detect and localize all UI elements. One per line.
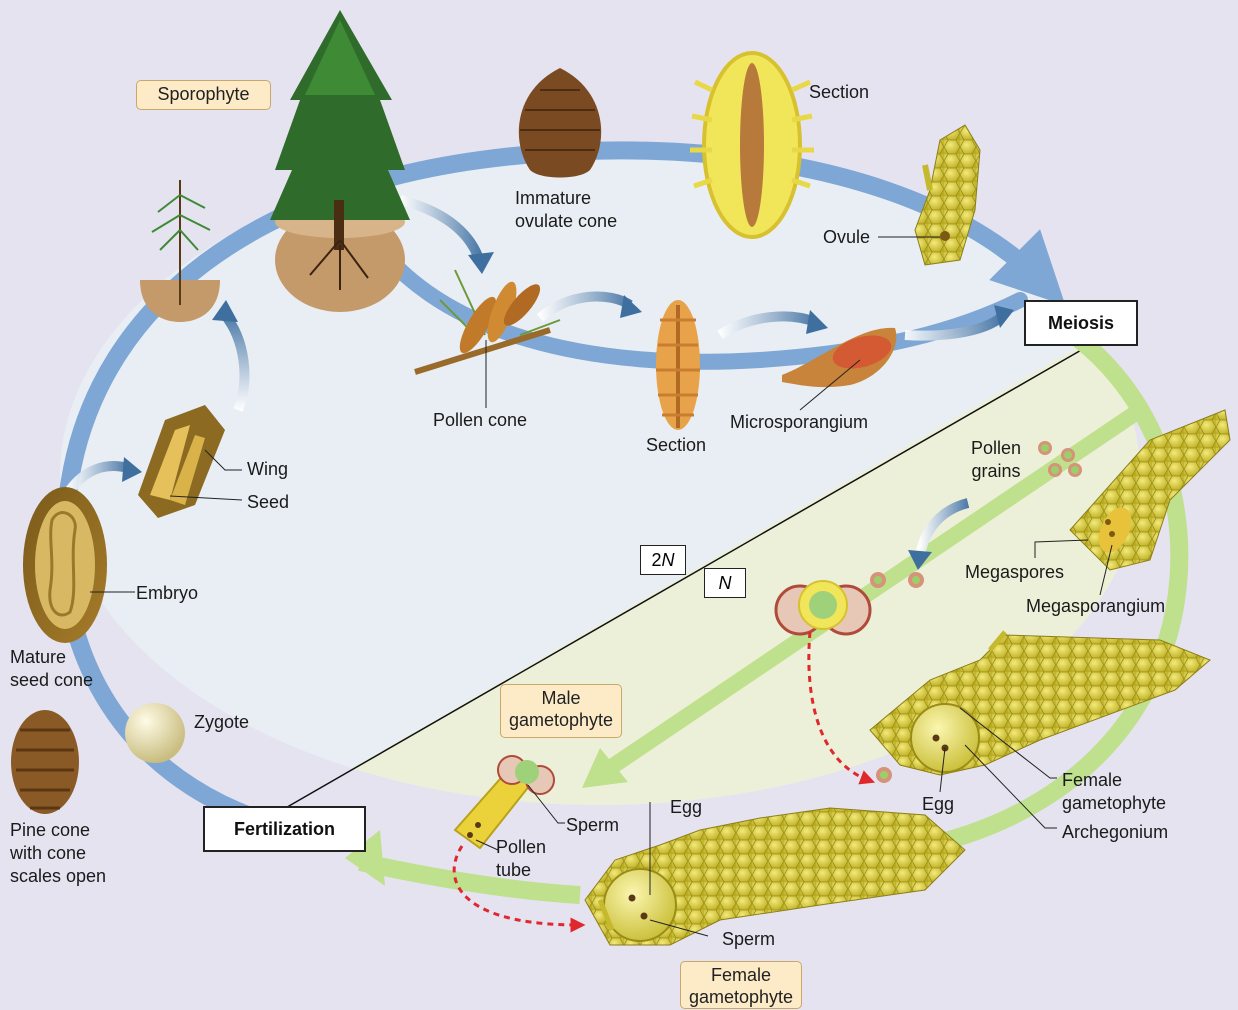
haploid-return-arrow	[360, 862, 580, 895]
male-tag-line2: gametophyte	[507, 709, 615, 731]
meiosis-box: Meiosis	[1024, 300, 1138, 346]
pine-line3: scales open	[10, 865, 106, 888]
pollen-line1: Pollen	[966, 437, 1026, 460]
ovule-label: Ovule	[823, 226, 870, 249]
mature-seed-cone	[23, 487, 107, 643]
zygote-label: Zygote	[194, 711, 249, 734]
pollen-cone-label: Pollen cone	[433, 409, 527, 432]
sperm-upper-label: Sperm	[566, 814, 619, 837]
fertilization-box: Fertilization	[203, 806, 366, 852]
section-mid-label: Section	[646, 434, 706, 457]
seed-label: Seed	[247, 491, 289, 514]
pollen-tube-line1: Pollen	[496, 836, 546, 859]
zygote-cell	[125, 703, 185, 763]
embryo-label: Embryo	[136, 582, 198, 605]
mature-line2: seed cone	[10, 669, 93, 692]
sporophyte-tag: Sporophyte	[136, 80, 271, 110]
pollen-grain-large	[776, 581, 870, 634]
pine-cone-label: Pine cone with cone scales open	[10, 819, 106, 888]
male-gametophyte-tag: Male gametophyte	[500, 684, 622, 738]
sporophyte-tree	[270, 10, 410, 312]
immature-line1: Immature	[515, 187, 617, 210]
mature-line1: Mature	[10, 646, 93, 669]
open-pine-cone	[11, 710, 79, 814]
female-gametophyte-label: Female gametophyte	[1062, 769, 1166, 815]
female-line2: gametophyte	[1062, 792, 1166, 815]
pollen-tube-label: Pollen tube	[496, 836, 546, 882]
egg-center-label: Egg	[670, 796, 702, 819]
immature-ovulate-cone	[519, 68, 601, 178]
diploid-n: N	[662, 550, 675, 570]
haploid-marker: N	[704, 568, 746, 598]
megaspores-label: Megaspores	[965, 561, 1064, 584]
female-tag-line1: Female	[687, 964, 795, 986]
pollen-grains-label: Pollen grains	[966, 437, 1026, 483]
microsporangium-label: Microsporangium	[730, 411, 868, 434]
diploid-marker: 2N	[640, 545, 686, 575]
archegonium-label: Archegonium	[1062, 821, 1168, 844]
diploid-prefix: 2	[651, 550, 661, 570]
pine-line1: Pine cone	[10, 819, 106, 842]
sperm-lower-label: Sperm	[722, 928, 775, 951]
pollen-line2: grains	[966, 460, 1026, 483]
megasporangium-label: Megasporangium	[1026, 595, 1165, 618]
wing-label: Wing	[247, 458, 288, 481]
female-tag-line2: gametophyte	[687, 986, 795, 1008]
mature-seed-cone-label: Mature seed cone	[10, 646, 93, 692]
egg-right-label: Egg	[922, 793, 954, 816]
male-tag-line1: Male	[507, 687, 615, 709]
female-gametophyte-tag: Female gametophyte	[680, 961, 802, 1009]
pine-line2: with cone	[10, 842, 106, 865]
section-top-label: Section	[809, 81, 869, 104]
pollen-cone-section	[656, 300, 700, 430]
immature-cone-label: Immature ovulate cone	[515, 187, 617, 233]
female-line1: Female	[1062, 769, 1166, 792]
immature-line2: ovulate cone	[515, 210, 617, 233]
pollen-tube-line2: tube	[496, 859, 546, 882]
